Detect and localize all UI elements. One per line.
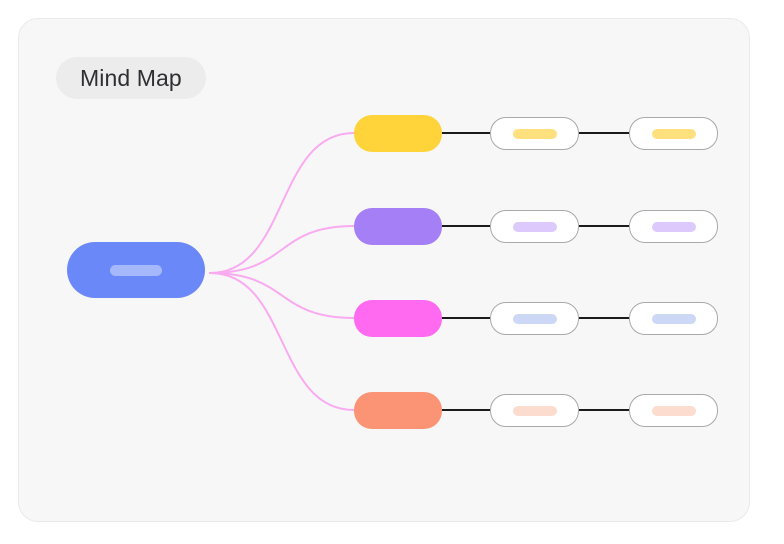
leaf-yellow-2[interactable] bbox=[629, 117, 718, 150]
branch-purple[interactable] bbox=[354, 208, 442, 245]
leaf-purple-2-label-bar bbox=[651, 221, 696, 232]
branch-magenta[interactable] bbox=[354, 300, 442, 337]
leaf-yellow-1-label-bar bbox=[512, 128, 557, 139]
leaf-purple-1-label-bar bbox=[512, 221, 557, 232]
leaf-yellow-1[interactable] bbox=[490, 117, 579, 150]
root-node-label-bar bbox=[110, 264, 162, 276]
page-title-pill: Mind Map bbox=[56, 57, 206, 99]
leaf-magenta-2-label-bar bbox=[651, 313, 696, 324]
leaf-yellow-2-label-bar bbox=[651, 128, 696, 139]
leaf-magenta-1-label-bar bbox=[512, 313, 557, 324]
branch-yellow[interactable] bbox=[354, 115, 442, 152]
leaf-magenta-1[interactable] bbox=[490, 302, 579, 335]
leaf-orange-1-label-bar bbox=[512, 405, 557, 416]
leaf-purple-1[interactable] bbox=[490, 210, 579, 243]
leaf-purple-2[interactable] bbox=[629, 210, 718, 243]
leaf-orange-1[interactable] bbox=[490, 394, 579, 427]
leaf-magenta-2[interactable] bbox=[629, 302, 718, 335]
leaf-orange-2-label-bar bbox=[651, 405, 696, 416]
branch-orange[interactable] bbox=[354, 392, 442, 429]
page-title: Mind Map bbox=[80, 64, 182, 91]
root-node[interactable] bbox=[67, 242, 205, 298]
leaf-orange-2[interactable] bbox=[629, 394, 718, 427]
